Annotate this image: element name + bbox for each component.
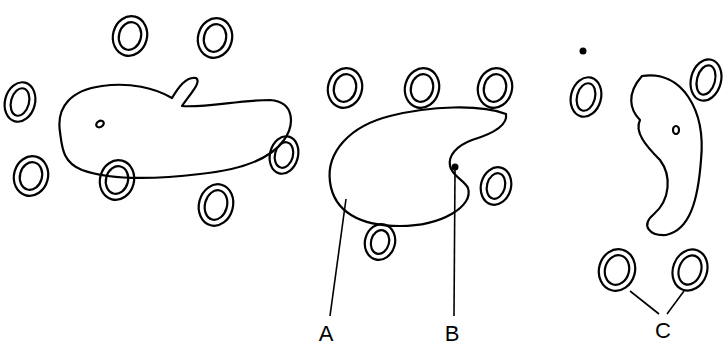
red-blood-cell [9, 152, 52, 199]
particle-dot [580, 48, 587, 55]
red-blood-cell [108, 12, 151, 59]
leader-line [630, 291, 659, 314]
red-blood-cell [566, 74, 605, 120]
red-blood-cell [686, 56, 725, 104]
part-label: B [445, 323, 460, 345]
red-blood-cell [323, 64, 366, 111]
cell-nucleus [95, 119, 105, 128]
leader-line [667, 291, 684, 314]
amoeboid-cell [631, 75, 701, 235]
part-label: C [655, 320, 671, 342]
red-blood-cell [473, 64, 516, 111]
leader-line [330, 199, 346, 316]
amoeboid-cell [59, 78, 290, 178]
red-blood-cell [194, 180, 238, 229]
particle-dot [452, 164, 459, 171]
red-blood-cell [0, 79, 39, 125]
red-blood-cell [594, 245, 640, 295]
part-label: A [319, 323, 334, 345]
red-blood-cell [667, 244, 713, 295]
red-blood-cell [193, 14, 236, 61]
red-blood-cell [477, 164, 516, 208]
red-blood-cell [95, 156, 138, 203]
red-blood-cell [400, 64, 443, 111]
amoeboid-cell [330, 107, 507, 226]
cell-nucleus [673, 126, 679, 134]
leader-line [454, 170, 455, 316]
red-blood-cell [361, 221, 399, 264]
